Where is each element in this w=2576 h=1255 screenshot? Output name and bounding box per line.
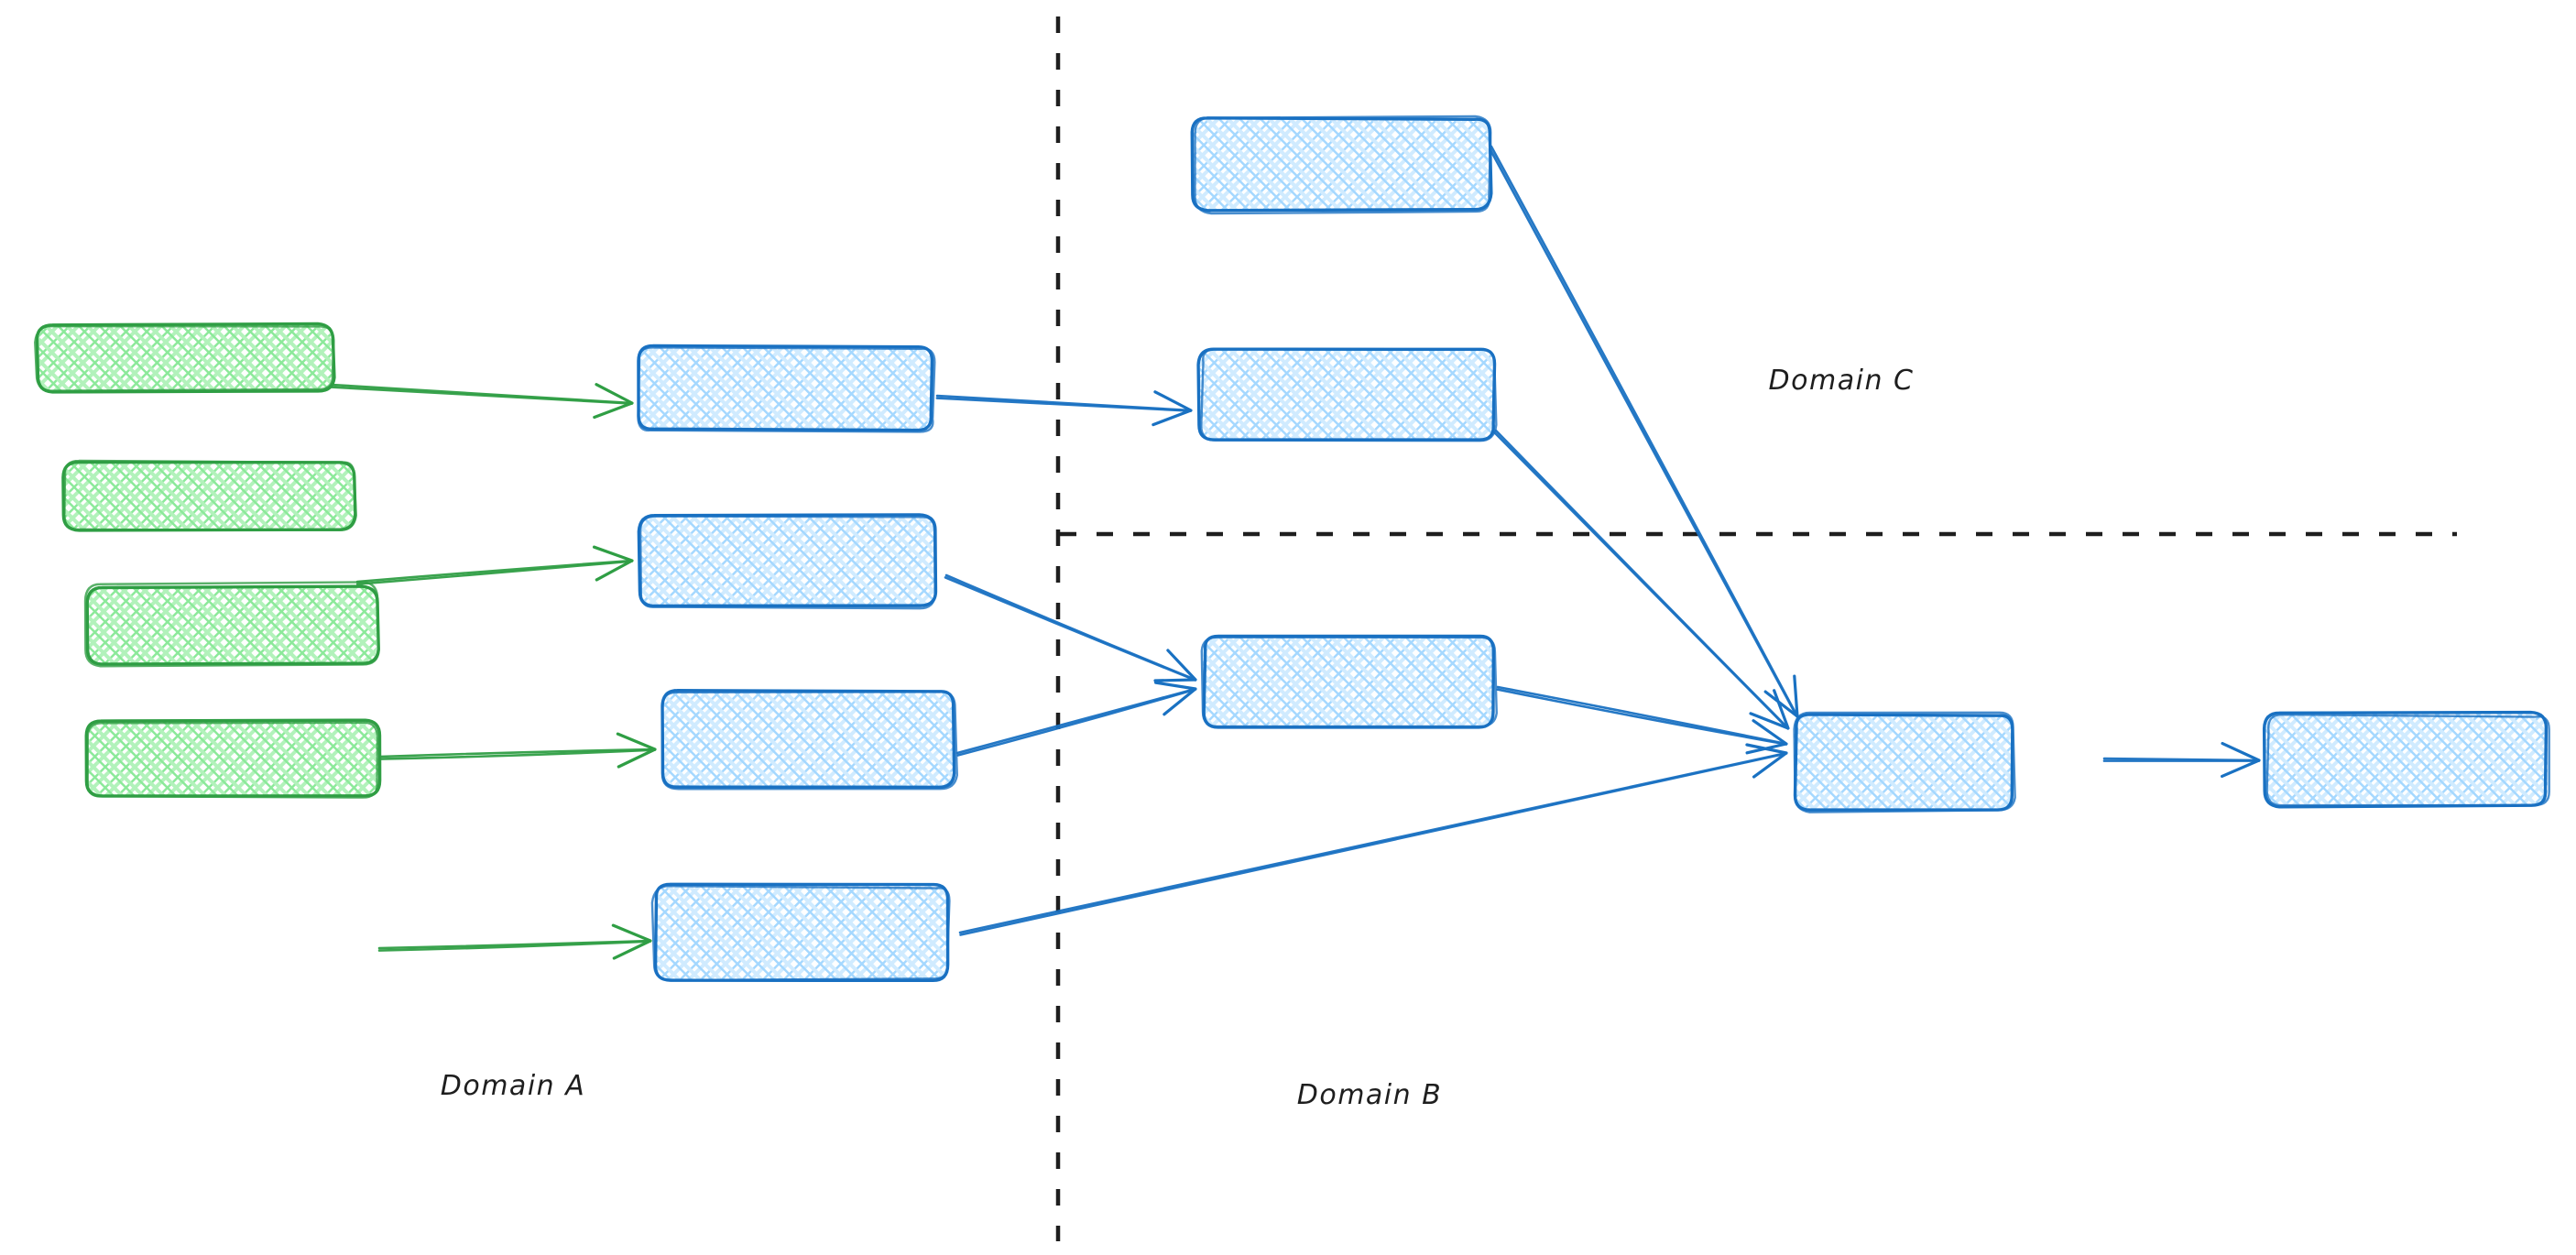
edge-a1-b1	[330, 383, 634, 420]
edge-a2-b2	[355, 545, 634, 585]
node-a1[interactable]	[34, 322, 336, 394]
node-c3[interactable]	[1200, 634, 1498, 729]
node-b1[interactable]	[637, 344, 936, 433]
divider-layer	[1055, 16, 2457, 1241]
node-b4[interactable]	[650, 882, 951, 983]
node-d2[interactable]	[2262, 710, 2550, 809]
edge-c2-d1	[1492, 429, 1790, 730]
domain-c-label: Domain C	[1769, 365, 1915, 397]
edge-layer	[330, 145, 2261, 960]
edge-b3-c3	[955, 681, 1197, 757]
edge-c3-d1	[1496, 685, 1788, 755]
edge-d1-d2	[2102, 741, 2261, 779]
domain-b-label: Domain B	[1297, 1079, 1443, 1111]
node-c2[interactable]	[1196, 347, 1498, 442]
edge-c1-d1	[1488, 145, 1799, 718]
node-layer	[34, 115, 2550, 983]
node-b3[interactable]	[660, 688, 958, 791]
node-a3[interactable]	[83, 581, 380, 668]
node-c1[interactable]	[1190, 115, 1493, 215]
domain-a-label: Domain A	[441, 1070, 585, 1102]
node-a2[interactable]	[61, 459, 357, 532]
edge-b2-c3	[944, 573, 1197, 682]
domain-label-layer: Domain A Domain B Domain C	[441, 365, 1915, 1111]
node-a4[interactable]	[84, 718, 382, 799]
edge-b4-d1	[958, 743, 1788, 936]
edge-a3-b3	[377, 732, 657, 769]
node-d1[interactable]	[1793, 711, 2016, 813]
node-b2[interactable]	[637, 513, 938, 610]
edge-b1-c2	[935, 390, 1193, 427]
edge-a4-b4	[377, 923, 652, 960]
